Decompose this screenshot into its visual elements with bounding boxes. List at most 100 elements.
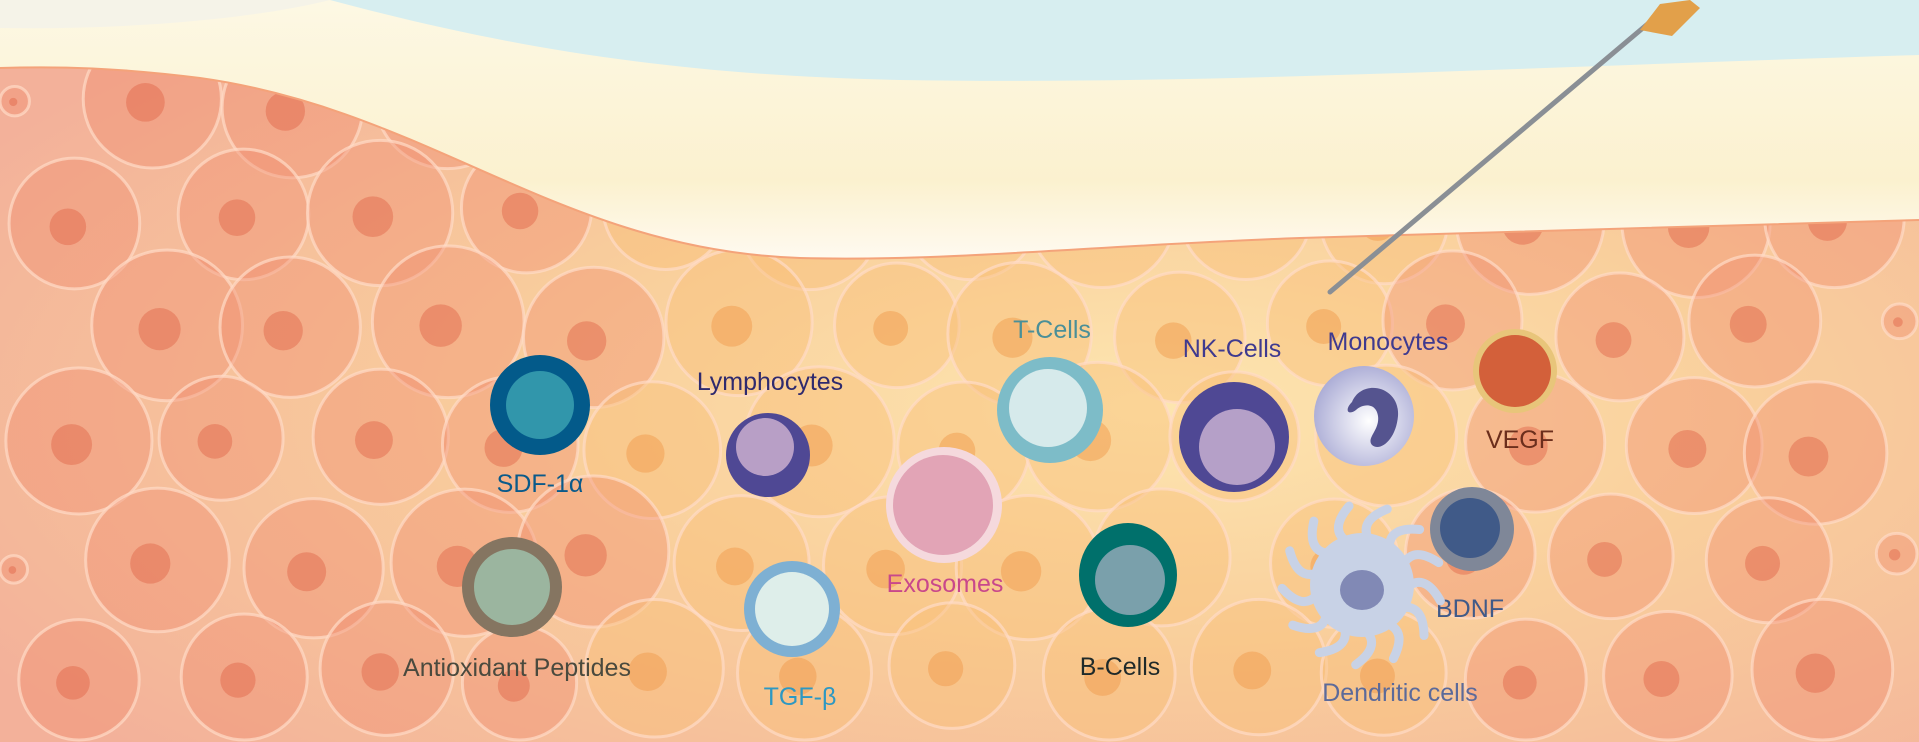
tissue-cell [1750,597,1895,742]
tissue-cell [1463,617,1588,742]
tissue-cell-nucleus [1795,653,1836,693]
tissue-cell-nucleus [1084,658,1122,696]
tissue-cell-nucleus [138,307,181,351]
tissue-cell-nucleus [1788,436,1829,477]
sky-region [330,0,1919,81]
tissue-cell-nucleus [1888,549,1901,561]
tissue-cell-nucleus [1893,317,1903,328]
tissue-cell-nucleus [779,657,817,696]
exosomes-label: Exosomes [887,570,1004,598]
tissue-cell-nucleus [1745,545,1781,581]
tissue-cell-nucleus [497,669,530,702]
tissue-cell-nucleus [1508,426,1548,466]
tissue-cell [1874,531,1919,576]
tissue-cell-nucleus [265,91,306,131]
tissue-cell-nucleus [1595,322,1632,358]
lymphocytes-label: Lymphocytes [697,368,843,396]
monocytes-marker [1314,366,1414,466]
tissue-cell-nucleus [1643,660,1680,697]
tissue-cell [318,600,456,737]
tissue-cell-nucleus [220,662,256,698]
lymphocytes-marker [726,413,810,497]
t-cells-marker [997,357,1103,463]
tissue-cell-nucleus [355,421,393,460]
tissue-cell [17,618,141,742]
tissue-cell [179,612,309,742]
tissue-cell [1602,609,1734,742]
tissue-cell [887,601,1017,730]
surface-edge [0,0,330,29]
tissue-cell-nucleus [419,304,462,347]
tissue-cell-nucleus [626,434,665,473]
tissue-cell-nucleus [1502,665,1537,700]
antioxidant-peptides-label: Antioxidant Peptides [403,654,631,682]
bdnf-label: BDNF [1436,595,1504,623]
tissue-cell [84,486,231,634]
tissue-cell-nucleus [352,196,394,238]
tissue-cell-nucleus [49,208,87,246]
tissue-cell [157,374,285,502]
monocytes-label: Monocytes [1328,328,1449,356]
tissue-cell-nucleus [716,547,754,586]
tissue-cell-nucleus [1233,651,1272,690]
tissue-cell-nucleus [218,199,256,236]
tissue-cell-nucleus [501,192,539,230]
tissue-cell-nucleus [1729,305,1767,343]
vegf-label: VEGF [1486,426,1554,454]
tissue-cell-nucleus [992,317,1033,358]
tissue-cell-nucleus [1668,429,1707,468]
t-cells-label: T-Cells [1013,316,1091,344]
tissue-cell-nucleus [51,424,93,466]
tissue-cell [4,366,154,516]
sdf-1a-marker [490,355,590,455]
tissue-cell-nucleus [1000,551,1042,592]
tissue-cell-nucleus [866,549,905,589]
tgf-b-marker [744,561,840,657]
tissue-cell [90,248,245,403]
nk-cells-label: NK-Cells [1183,335,1282,363]
tissue-cell-nucleus [1306,308,1342,345]
tissue-cell-nucleus [1155,322,1192,359]
tissue-cell [311,367,450,506]
tissue-cell [242,497,385,640]
tissue-cell-nucleus [8,566,17,574]
epidermis-border [0,66,1919,260]
tgf-b-label: TGF-β [764,683,837,711]
tissue-cell-nucleus [263,311,303,351]
tissue-cell-nucleus [1426,304,1465,344]
tissue-cell-nucleus [567,321,607,361]
tissue-cell-nucleus [197,424,233,459]
tissue-cell [1547,492,1675,621]
tissue-cell [0,554,30,585]
b-cells-marker [1079,523,1177,627]
tissue-cell [584,597,725,739]
sdf-1a-label: SDF-1α [497,470,584,498]
tissue-cell-nucleus [564,534,607,577]
needle-hub [1640,0,1700,36]
nk-cells-marker [1179,382,1289,492]
tissue-cell-nucleus [1359,658,1395,694]
tissue-cell-nucleus [873,310,909,346]
tissue-cell [1554,271,1686,403]
antioxidant-peptides-marker [462,537,562,637]
tissue-cell [1880,302,1919,341]
tissue-cell [0,85,31,118]
tissue-cell-nucleus [928,651,964,687]
b-cells-label: B-Cells [1080,653,1161,681]
tissue-cell [1624,376,1764,515]
tissue-cell [1742,380,1889,526]
tissue-cell [582,380,723,520]
tissue-cell-nucleus [361,653,399,691]
tissue-cell-nucleus [126,82,165,122]
exosomes-marker [886,447,1002,563]
tissue-cell-nucleus [56,665,90,700]
tissue-cell-nucleus [287,552,327,592]
tissue-cell-nucleus [9,97,18,107]
needle [1327,0,1700,295]
dendritic-cell-marker [1277,501,1445,670]
tissue-cell [1189,597,1329,737]
tissue-cell-nucleus [1587,541,1623,577]
dendritic-cells-label: Dendritic cells [1322,679,1478,707]
